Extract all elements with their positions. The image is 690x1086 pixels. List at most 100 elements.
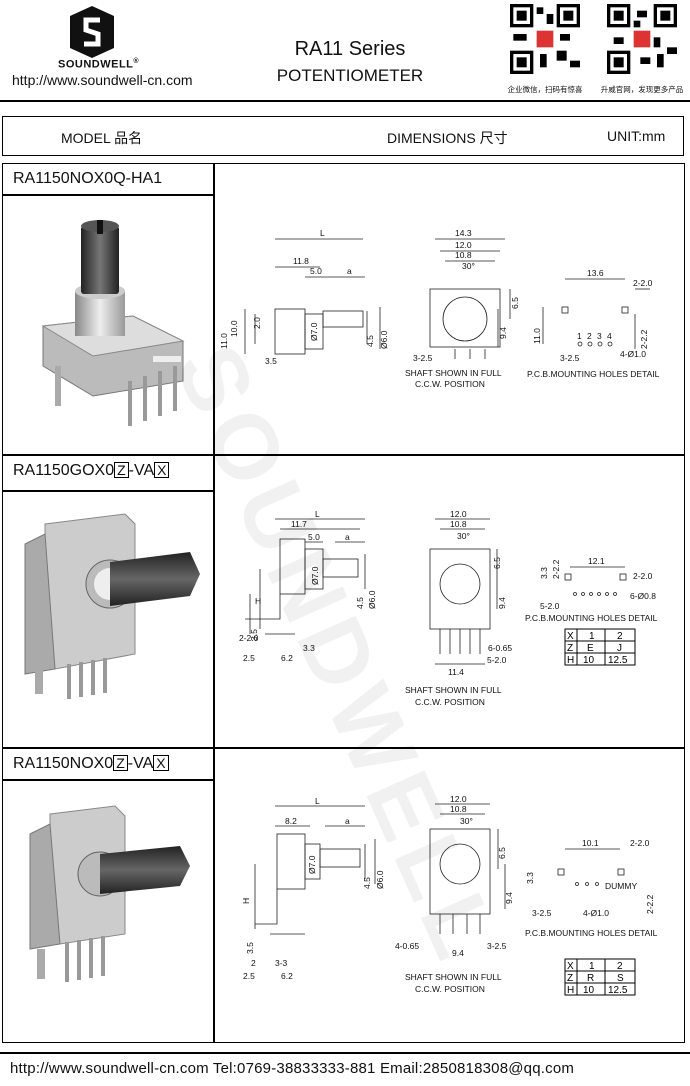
dim-label: 11.8 bbox=[293, 256, 309, 266]
qr-caption: 企业微信，扫码有惊喜 bbox=[507, 85, 583, 94]
dim-label: 5.0 bbox=[308, 532, 320, 542]
dim-label: H bbox=[241, 898, 251, 904]
svg-text:X: X bbox=[567, 961, 574, 972]
product-type: POTENTIOMETER bbox=[276, 66, 424, 85]
dim-label: 9.4 bbox=[504, 892, 514, 904]
svg-text:Z: Z bbox=[567, 973, 573, 984]
spec-table: RA1150NOX0Q-HA1 bbox=[2, 163, 685, 1043]
svg-text:S: S bbox=[617, 973, 624, 984]
unit-label: UNIT:mm bbox=[607, 128, 666, 144]
dim-label: 2-2.0 bbox=[239, 633, 259, 643]
pcb-caption: P.C.B.MOUNTING HOLES DETAIL bbox=[525, 613, 658, 623]
dim-label: 2-2.2 bbox=[551, 559, 561, 579]
dim-label: 3-2.5 bbox=[560, 353, 580, 363]
svg-text:E: E bbox=[587, 643, 594, 654]
model-column-label: MODEL 品名 bbox=[61, 130, 143, 146]
dim-label: 14.3 bbox=[455, 228, 472, 238]
dim-label: 12.0 bbox=[450, 794, 467, 804]
dim-label: 5-2.0 bbox=[487, 655, 507, 665]
dim-label: 6-0.65 bbox=[488, 643, 512, 653]
dimension-drawing: L 11.7 5.0 a Ø7.0 4.5 Ø6.0 H 3.5 2-2.0 2… bbox=[239, 509, 658, 707]
pin-label: 3 bbox=[597, 331, 602, 341]
column-header: MODEL 品名 DIMENSIONS 尺寸 UNIT:mm bbox=[2, 116, 684, 156]
dim-label: 9.4 bbox=[498, 327, 508, 339]
option-table: X 1 2 Z E J H 10 12.5 bbox=[564, 628, 636, 666]
dim-label: 3.5 bbox=[245, 942, 255, 954]
dim-label: 2-2.2 bbox=[639, 329, 649, 349]
dim-label: 4-Ø1.0 bbox=[583, 908, 609, 918]
dim-label: 6.5 bbox=[497, 847, 507, 859]
series-title: RA11 Series bbox=[294, 38, 406, 60]
qr-code-icon bbox=[510, 4, 580, 74]
dim-label: 30° bbox=[457, 531, 470, 541]
dim-label: Ø7.0 bbox=[309, 322, 319, 341]
dim-label: 3.3 bbox=[539, 567, 549, 579]
dim-label: DUMMY bbox=[605, 881, 637, 891]
brand-name: SOUNDWELL® bbox=[58, 58, 140, 71]
dim-label: 9.4 bbox=[452, 948, 464, 958]
dim-label: 12.0 bbox=[455, 240, 472, 250]
dim-label: 3.3 bbox=[525, 872, 535, 884]
dim-label: Ø7.0 bbox=[310, 566, 320, 585]
dim-label: a bbox=[345, 816, 350, 826]
dim-label: 3.3 bbox=[303, 643, 315, 653]
qr-caption: 升威官网，发现更多产品 bbox=[600, 85, 684, 94]
dim-label: 9.4 bbox=[497, 597, 507, 609]
dim-label: H bbox=[255, 596, 261, 606]
dim-label: 12.1 bbox=[588, 556, 605, 566]
dim-label: 10.0 bbox=[229, 320, 239, 337]
dimension-drawing: L 8.2 a Ø7.0 4.5 Ø6.0 H 3.5 2.5 3-3 6.2 … bbox=[241, 794, 658, 996]
svg-text:12.5: 12.5 bbox=[608, 985, 628, 996]
dim-label: 4.5 bbox=[362, 877, 372, 889]
svg-text:10: 10 bbox=[583, 985, 595, 996]
svg-text:H: H bbox=[567, 985, 574, 996]
dim-label: 30° bbox=[460, 816, 473, 826]
dim-label: 3.5 bbox=[265, 356, 277, 366]
dim-label: 4.5 bbox=[365, 335, 375, 347]
dim-label: Ø6.0 bbox=[379, 330, 389, 349]
note-text: SHAFT SHOWN IN FULL bbox=[405, 685, 502, 695]
dim-label: 2-2.0 bbox=[633, 571, 653, 581]
qr-code-icon bbox=[607, 4, 677, 74]
dim-label: 2.5 bbox=[243, 653, 255, 663]
product-photo bbox=[29, 805, 190, 982]
pin-label: 2 bbox=[587, 331, 592, 341]
dim-label: 3-2.5 bbox=[413, 353, 433, 363]
page-header: SOUNDWELL® http://www.soundwell-cn.com R… bbox=[0, 0, 690, 104]
dim-label: 3-3 bbox=[275, 958, 288, 968]
dim-label: 6.5 bbox=[492, 557, 502, 569]
dim-label: 5.0 bbox=[310, 266, 322, 276]
dimensions-column-label: DIMENSIONS 尺寸 bbox=[387, 130, 508, 146]
svg-text:10: 10 bbox=[583, 655, 595, 666]
dim-label: Ø6.0 bbox=[367, 590, 377, 609]
note-text: SHAFT SHOWN IN FULL bbox=[405, 368, 502, 378]
dim-label: 2.5 bbox=[243, 971, 255, 981]
dim-label: 13.6 bbox=[587, 268, 604, 278]
pcb-caption: P.C.B.MOUNTING HOLES DETAIL bbox=[527, 369, 660, 379]
dim-label: a bbox=[345, 532, 350, 542]
soundwell-logo-icon bbox=[70, 6, 114, 58]
dimension-drawing: L 11.8 5.0 a 10.0 11.0 2.0 Ø7.0 4.5 Ø6.0… bbox=[219, 228, 660, 389]
dim-label: 10.8 bbox=[450, 519, 467, 529]
dim-label: 30° bbox=[462, 261, 475, 271]
dim-label: 12.0 bbox=[450, 509, 467, 519]
dim-label: 4-Ø1.0 bbox=[620, 349, 646, 359]
svg-text:1: 1 bbox=[589, 961, 595, 972]
site-url[interactable]: http://www.soundwell-cn.com bbox=[12, 72, 193, 88]
svg-text:J: J bbox=[617, 643, 622, 654]
dim-label: 3.5 bbox=[249, 629, 259, 641]
dim-label: 6-Ø0.8 bbox=[630, 591, 656, 601]
dim-label: 3-2.5 bbox=[532, 908, 552, 918]
product-photo bbox=[41, 220, 185, 426]
header-divider bbox=[0, 100, 690, 102]
svg-text:1: 1 bbox=[589, 631, 595, 642]
note-text: C.C.W. POSITION bbox=[415, 984, 485, 994]
dim-label: 2-2.2 bbox=[645, 894, 655, 914]
model-name: RA1150NOX0Q-HA1 bbox=[13, 170, 163, 187]
dim-label: 10.8 bbox=[450, 804, 467, 814]
option-table: X 1 2 Z R S H 10 12.5 bbox=[564, 958, 636, 996]
dim-label: 4-0.65 bbox=[395, 941, 419, 951]
dim-label: 6.5 bbox=[510, 297, 520, 309]
footer-contact: http://www.soundwell-cn.com Tel:0769-388… bbox=[10, 1060, 575, 1077]
